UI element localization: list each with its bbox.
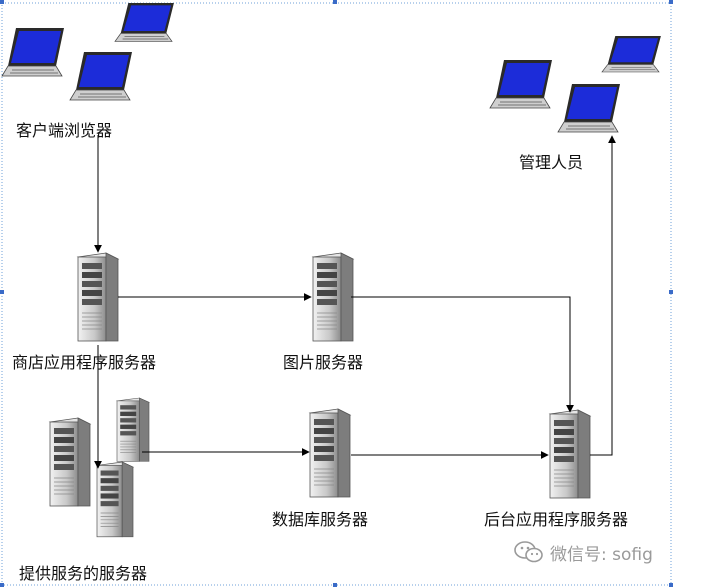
client-laptops	[1, 2, 175, 101]
shop-app-server-icon	[77, 252, 119, 342]
laptop-icon	[69, 51, 133, 101]
edge-image-to-backend	[351, 296, 574, 413]
image-server-label: 图片服务器	[283, 353, 364, 372]
service-servers-icon	[49, 397, 150, 538]
backend-app-server-label: 后台应用程序服务器	[484, 510, 629, 529]
laptop-icon	[557, 83, 621, 133]
client-browser-label: 客户端浏览器	[16, 121, 113, 140]
laptop-icon	[601, 35, 662, 73]
admin-label: 管理人员	[519, 153, 584, 172]
db-server-icon	[309, 408, 351, 498]
edges	[94, 135, 616, 469]
backend-app-server-icon	[549, 409, 591, 499]
laptop-icon	[489, 59, 553, 109]
wechat-icon	[514, 541, 543, 563]
image-server-icon	[312, 252, 354, 342]
laptop-icon	[114, 2, 175, 42]
laptop-icon	[1, 27, 65, 77]
frame-handles	[0, 0, 673, 587]
service-servers-label: 提供服务的服务器	[19, 564, 148, 583]
db-server-label: 数据库服务器	[272, 510, 369, 529]
edge-backend-to-admin	[590, 135, 616, 456]
watermark-text: 微信号: sofig	[550, 545, 653, 565]
admin-laptops	[489, 35, 662, 133]
shop-app-server-label: 商店应用程序服务器	[12, 353, 157, 372]
